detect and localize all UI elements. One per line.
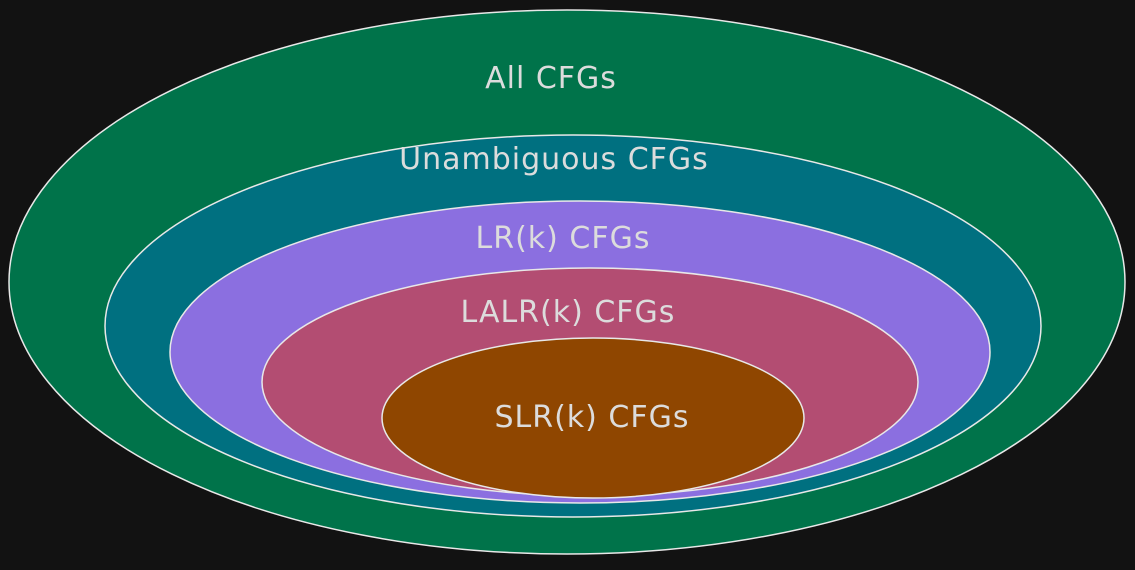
label-slr-k-cfgs: SLR(k) CFGs <box>495 400 690 435</box>
label-all-cfgs: All CFGs <box>485 61 617 96</box>
label-lalr-k-cfgs: LALR(k) CFGs <box>461 295 676 330</box>
label-lr-k-cfgs: LR(k) CFGs <box>476 221 651 256</box>
label-unambiguous-cfgs: Unambiguous CFGs <box>399 142 709 177</box>
set-slr-k-cfgs <box>381 337 805 499</box>
